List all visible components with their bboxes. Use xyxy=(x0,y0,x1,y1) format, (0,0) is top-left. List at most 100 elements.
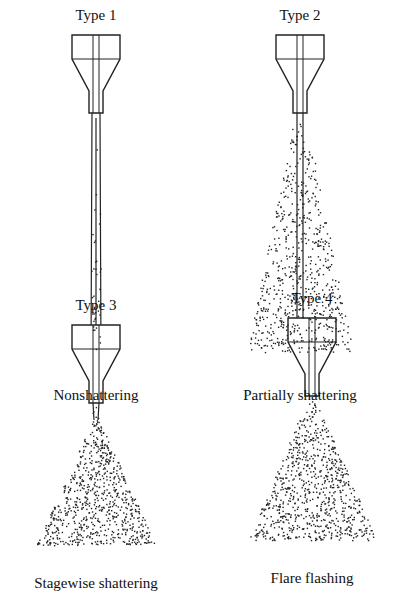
spray-dot xyxy=(276,250,277,251)
spray-dot xyxy=(80,482,81,483)
spray-dot xyxy=(97,451,98,452)
spray-dot xyxy=(299,224,300,225)
spray-dot xyxy=(320,225,321,226)
spray-dot xyxy=(354,490,355,491)
spray-dot xyxy=(287,299,288,300)
spray-dot xyxy=(325,222,326,223)
spray-dot xyxy=(103,452,104,453)
spray-dot xyxy=(309,340,310,341)
spray-dot xyxy=(94,525,95,526)
spray-dot xyxy=(340,527,341,528)
spray-dot xyxy=(284,516,285,517)
spray-dot xyxy=(299,527,300,528)
spray-dot xyxy=(307,509,308,510)
spray-dot xyxy=(331,533,332,534)
spray-dot xyxy=(260,288,261,289)
spray-dot xyxy=(103,433,104,434)
spray-dot xyxy=(96,194,97,195)
spray-dot xyxy=(92,543,93,544)
spray-dot xyxy=(288,316,289,317)
spray-dot xyxy=(292,141,293,142)
spray-dot xyxy=(328,326,329,327)
spray-dot xyxy=(325,513,326,514)
spray-dot xyxy=(298,225,299,226)
spray-dot xyxy=(103,507,104,508)
spray-dot xyxy=(328,497,329,498)
spray-dot xyxy=(290,444,291,445)
spray-dot xyxy=(289,166,290,167)
spray-dot xyxy=(292,461,293,462)
spray-dot xyxy=(105,498,106,499)
spray-dot xyxy=(318,209,319,210)
spray-dot xyxy=(98,461,99,462)
spray-dot xyxy=(99,336,100,337)
spray-dot xyxy=(91,479,92,480)
spray-dot xyxy=(125,490,126,491)
spray-dot xyxy=(131,506,132,507)
spray-dot xyxy=(310,220,311,221)
spray-dot xyxy=(328,501,329,502)
spray-dot xyxy=(122,492,123,493)
spray-dot xyxy=(290,334,291,335)
spray-dot xyxy=(287,295,288,296)
spray-dot xyxy=(271,334,272,335)
spray-dot xyxy=(52,533,53,534)
spray-dot xyxy=(364,531,365,532)
spray-dot xyxy=(95,508,96,509)
spray-dot xyxy=(311,341,312,342)
spray-dot xyxy=(337,307,338,308)
spray-dot xyxy=(279,265,280,266)
spray-dot xyxy=(298,278,299,279)
spray-dot xyxy=(83,530,84,531)
spray-dot xyxy=(332,309,333,310)
spray-dot xyxy=(56,527,57,528)
spray-dot xyxy=(329,499,330,500)
spray-dot xyxy=(286,488,287,489)
spray-dot xyxy=(82,479,83,480)
spray-dot xyxy=(334,447,335,448)
spray-dot xyxy=(335,460,336,461)
spray-dot xyxy=(112,537,113,538)
spray-dot xyxy=(279,320,280,321)
spray-dot xyxy=(81,527,82,528)
spray-dot xyxy=(342,477,343,478)
spray-dot xyxy=(276,496,277,497)
spray-dot xyxy=(94,499,95,500)
spray-dot xyxy=(70,490,71,491)
spray-dot xyxy=(112,506,113,507)
spray-dot xyxy=(295,144,296,145)
spray-dot xyxy=(299,309,300,310)
spray-dot xyxy=(94,313,95,314)
spray-dot xyxy=(276,293,277,294)
spray-dot xyxy=(338,469,339,470)
spray-dot xyxy=(73,507,74,508)
spray-dot xyxy=(280,207,281,208)
spray-dot xyxy=(139,513,140,514)
spray-dot xyxy=(312,248,313,249)
spray-dot xyxy=(256,529,257,530)
spray-dot xyxy=(325,307,326,308)
spray-dot xyxy=(289,256,290,257)
spray-dot xyxy=(272,263,273,264)
spray-dot xyxy=(77,539,78,540)
spray-dot xyxy=(284,214,285,215)
spray-dot xyxy=(317,428,318,429)
spray-dot xyxy=(91,508,92,509)
spray-dot xyxy=(88,486,89,487)
spray-dot xyxy=(71,536,72,537)
spray-dot xyxy=(320,241,321,242)
spray-dot xyxy=(142,536,143,537)
spray-dot xyxy=(322,484,323,485)
spray-dot xyxy=(337,298,338,299)
spray-dot xyxy=(138,511,139,512)
spray-dot xyxy=(285,275,286,276)
spray-dot xyxy=(318,455,319,456)
spray-dot xyxy=(323,315,324,316)
spray-dot xyxy=(298,515,299,516)
spray-dot xyxy=(122,529,123,530)
spray-dot xyxy=(47,534,48,535)
spray-dot xyxy=(268,309,269,310)
spray-dot xyxy=(333,501,334,502)
spray-dot xyxy=(300,199,301,200)
spray-dot xyxy=(74,511,75,512)
